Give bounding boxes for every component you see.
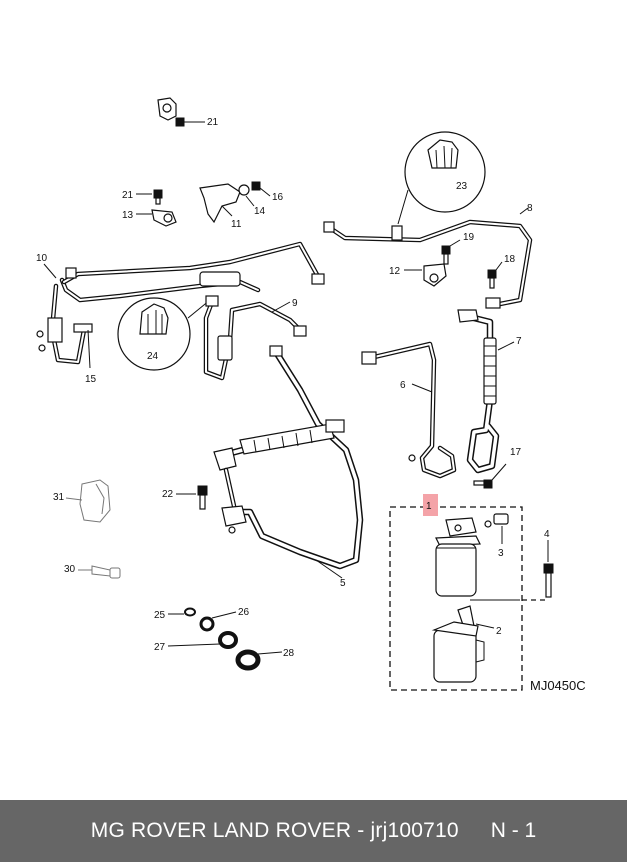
callout-7: 7	[516, 336, 522, 347]
callout-1-highlight	[423, 494, 438, 516]
callout-11: 11	[231, 219, 242, 230]
part-31-bracket	[65, 479, 111, 523]
callout-13: 13	[122, 210, 134, 221]
callout-21-left: 21	[122, 190, 134, 201]
part-19-bolt	[441, 239, 461, 265]
footer-code: N - 1	[490, 819, 537, 842]
part-2-clamp	[431, 605, 495, 683]
callout-6: 6	[400, 380, 406, 391]
part-23-cap-detail	[397, 131, 486, 225]
callout-27: 27	[154, 642, 166, 653]
callout-3: 3	[498, 548, 504, 559]
part-18-bolt	[487, 261, 503, 289]
callout-22: 22	[162, 489, 174, 500]
callout-25: 25	[154, 610, 166, 621]
part-30-screw	[78, 565, 121, 579]
part-24-cap-detail	[117, 297, 211, 371]
callout-17: 17	[510, 447, 522, 458]
part-12-clip	[404, 263, 447, 287]
callout-31: 31	[53, 492, 65, 503]
callout-28: 28	[283, 648, 295, 659]
callout-5: 5	[340, 578, 346, 589]
part-22-bolt	[176, 485, 208, 510]
part-10-pipe	[36, 241, 325, 369]
part-17-bolt	[473, 463, 507, 489]
part-3-switch	[484, 513, 509, 544]
part-7-hose	[457, 309, 515, 474]
part-1-receiver-drier	[389, 506, 548, 691]
part-13-clip	[136, 209, 177, 227]
callout-4: 4	[544, 529, 550, 540]
footer-bar: MG ROVER LAND ROVER - jrj100710 N - 1	[0, 800, 627, 862]
callout-24: 24	[147, 351, 159, 362]
o-ring-set	[167, 607, 283, 671]
diagram-code: MJ0450C	[530, 678, 586, 693]
part-8-pipe	[323, 207, 533, 309]
part-5-hose	[213, 345, 364, 579]
callout-1: 1	[426, 501, 432, 512]
callout-19: 19	[463, 232, 475, 243]
part-11-bracket	[199, 181, 271, 224]
callout-30: 30	[64, 564, 76, 575]
part-6-pipe	[361, 341, 457, 479]
callout-18: 18	[504, 254, 516, 265]
callout-2: 2	[496, 626, 502, 637]
callout-12: 12	[389, 266, 401, 277]
callout-15: 15	[85, 374, 97, 385]
part-4-bolt	[543, 540, 554, 598]
footer-title: MG ROVER LAND ROVER - jrj100710	[90, 819, 459, 842]
part-21-bolt	[136, 189, 163, 205]
callout-16: 16	[272, 192, 284, 203]
part-21-bracket	[157, 97, 205, 127]
part-9-pipe	[203, 295, 307, 381]
callout-14: 14	[254, 206, 266, 217]
callout-23: 23	[456, 181, 468, 192]
callout-21-top: 21	[207, 117, 219, 128]
callout-8: 8	[527, 203, 533, 214]
callout-26: 26	[238, 607, 250, 618]
parts-diagram: 1 2 3 4 5 6 7 8 9 10 11 12 13 14 15 16 1…	[36, 97, 586, 693]
callout-10: 10	[36, 253, 48, 264]
callout-9: 9	[292, 298, 298, 309]
callout-labels: 1 2 3 4 5 6 7 8 9 10 11 12 13 14 15 16 1…	[36, 117, 550, 659]
